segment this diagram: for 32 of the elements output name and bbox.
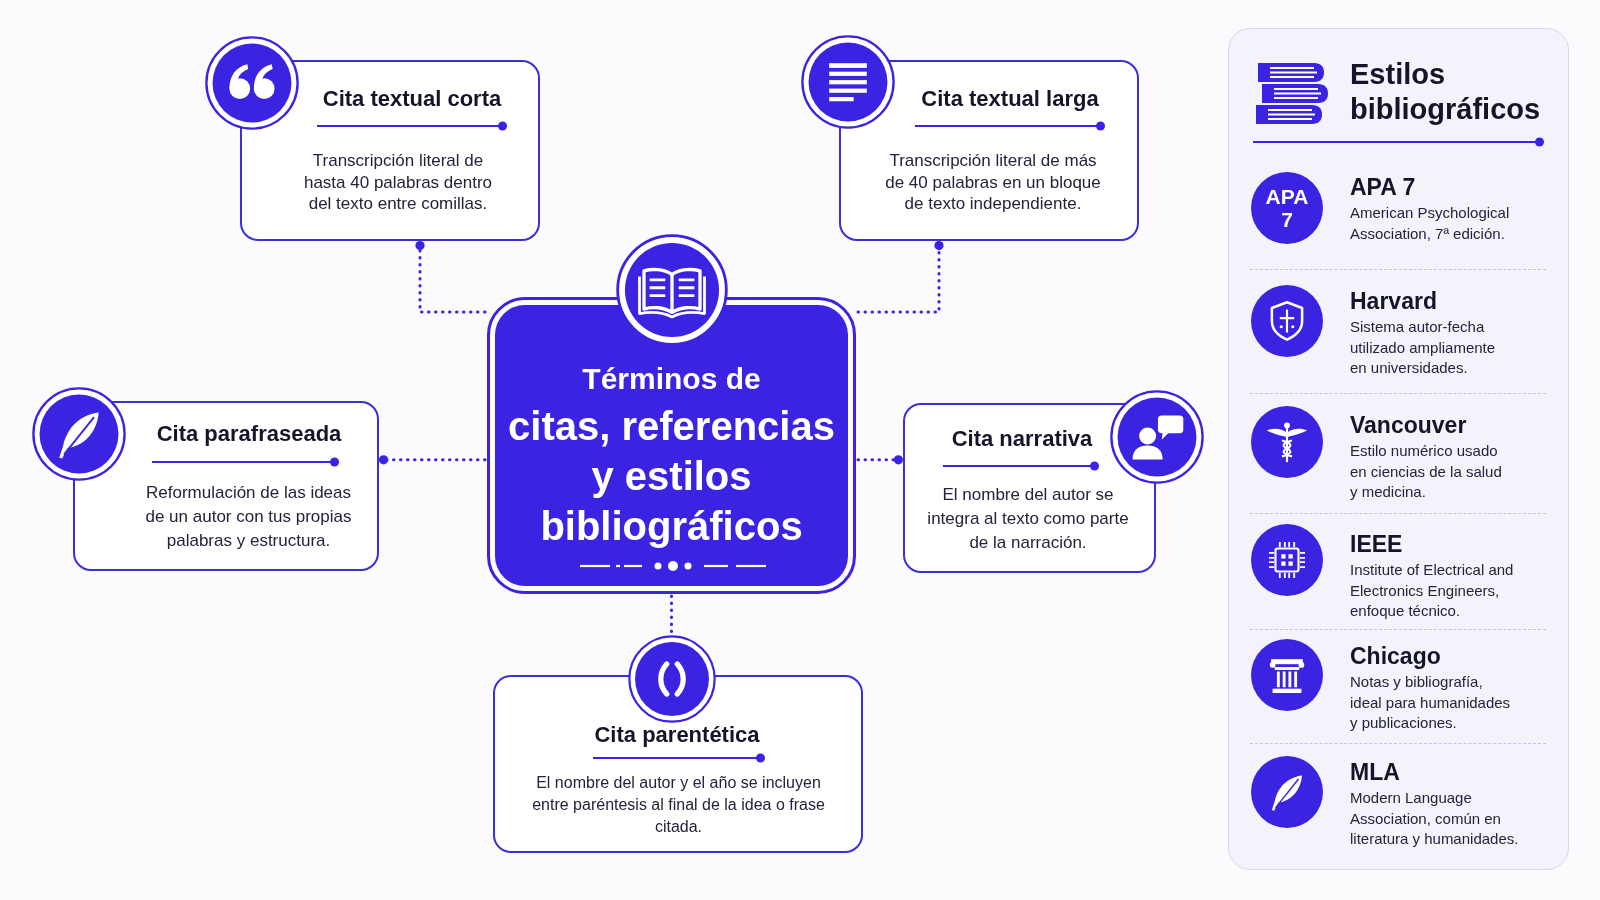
style-badge: APA 7 xyxy=(1251,172,1323,244)
dotted-connector xyxy=(856,239,944,314)
card-description: Transcripción literal de más de 40 palabras en un bloque de texto independiente. xyxy=(884,150,1102,215)
style-description: Institute of Electrical and Electronics Engineers, enfoque técnico. xyxy=(1350,560,1515,621)
card-heading: Cita parafraseada xyxy=(155,420,343,448)
style-name: MLA xyxy=(1350,759,1401,785)
style-description: Estilo numérico usado en ciencias de la salud y medicina. xyxy=(1350,441,1503,502)
panel-heading: Estilos bibliográficos xyxy=(1350,57,1542,127)
card-description: Reformulación de las ideas de un autor con tus propias palabras y estructura. xyxy=(144,482,353,552)
card-heading: Cita parentética xyxy=(593,721,761,749)
card-description: Transcripción literal de hasta 40 palabras dentro del texto entre comillas. xyxy=(302,150,494,215)
side-panel xyxy=(1228,28,1569,870)
style-description: Notas y bibliografía, ideal para humanidades y publicaciones. xyxy=(1350,672,1512,733)
style-name: Chicago xyxy=(1350,643,1442,669)
style-name: Vancouver xyxy=(1350,412,1468,438)
dotted-connector xyxy=(415,239,487,314)
title-prefix: Términos de xyxy=(581,361,762,397)
style-name: APA 7 xyxy=(1350,174,1417,200)
style-description: Modern Language Association, común en literatura y humanidades. xyxy=(1350,788,1520,849)
card-heading: Cita narrativa xyxy=(950,425,1094,453)
dotted-connector xyxy=(670,594,673,635)
card-heading: Cita textual corta xyxy=(321,85,503,113)
style-name: IEEE xyxy=(1350,531,1404,557)
style-description: American Psychological Association, 7ª edición. xyxy=(1350,203,1511,244)
card-description: El nombre del autor y el año se incluyen entre paréntesis al final de la idea o frase citada. xyxy=(531,773,826,837)
card-description: El nombre del autor se integra al texto como parte de la narración. xyxy=(926,484,1130,554)
dotted-connector xyxy=(856,455,905,465)
main-title: citas, referencias y estilos bibliográficos xyxy=(507,403,836,550)
style-description: Sistema autor-fecha utilizado ampliamente en universidades. xyxy=(1350,317,1497,378)
dotted-connector xyxy=(377,455,487,465)
card-heading: Cita textual larga xyxy=(920,85,1100,113)
style-name: Harvard xyxy=(1350,288,1438,314)
